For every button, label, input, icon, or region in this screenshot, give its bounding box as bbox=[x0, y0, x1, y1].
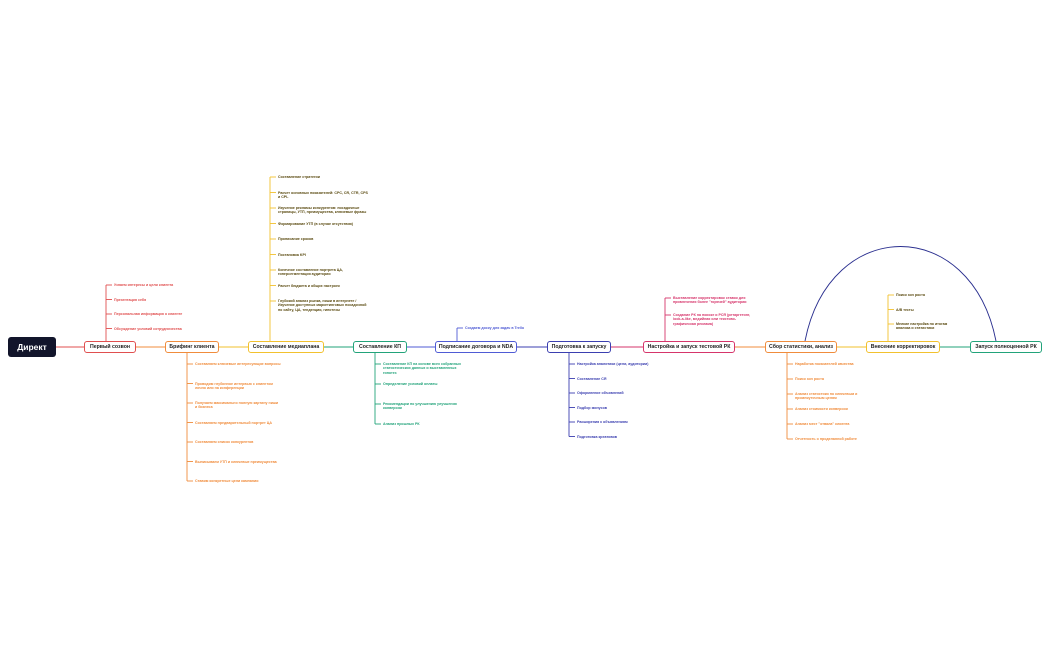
leaf-item: Выписываем УТП и ключевые преимущества bbox=[195, 459, 277, 464]
leaf-item: Оформление объявлений bbox=[577, 391, 624, 395]
leaf-item: Получаем максимально полную картину ниши… bbox=[195, 401, 279, 410]
leaf-item: Поиск зон роста bbox=[795, 377, 824, 381]
leaf-item: Прописание сроков bbox=[278, 237, 314, 241]
leaf-item: Анализ статистики по ключевым и промежут… bbox=[795, 392, 858, 401]
stage-node-8[interactable]: Сбор статистики, анализ bbox=[765, 341, 837, 353]
stage-node-5[interactable]: Подписание договора и NDA bbox=[435, 341, 517, 353]
leaf-item: Подготовка креативов bbox=[577, 434, 618, 439]
stage-node-7[interactable]: Настройка и запуск тестовой РК bbox=[643, 341, 735, 353]
leaf-item: Составляем предварительный портрет ЦА bbox=[195, 420, 272, 425]
leaf-item: Подбор минусов bbox=[577, 405, 607, 410]
leaf-item: Определение условий оплаты bbox=[383, 382, 438, 386]
leaf-item: Постановка KPI bbox=[278, 252, 306, 257]
leaf-item: Мелкие настройка по итогам анализа и ста… bbox=[896, 322, 948, 331]
leaf-item: Составление СЯ bbox=[577, 376, 607, 381]
stage-node-2[interactable]: Брифинг клиента bbox=[165, 341, 219, 353]
cross-link-arc bbox=[804, 246, 997, 342]
stage-node-6[interactable]: Подготовка к запуску bbox=[547, 341, 611, 353]
stage-node-9[interactable]: Внесение корректировок bbox=[866, 341, 940, 353]
leaf-item: Наработка показателей качества bbox=[795, 362, 854, 366]
leaf-item: Анализ стоимости конверсии bbox=[795, 407, 848, 411]
leaf-item: Анализ прошлых РК bbox=[383, 422, 420, 426]
leaf-item: Составление стратегии bbox=[278, 175, 320, 179]
leaf-item: Презентация себя bbox=[114, 297, 147, 302]
leaf-item: Анализ мест "отвала" клиента bbox=[795, 422, 850, 426]
leaf-item: Проводим глубинное интервью с клиентом л… bbox=[195, 381, 273, 390]
leaf-item: Поиск зон роста bbox=[896, 293, 925, 297]
root-node-direct[interactable]: Директ bbox=[8, 337, 56, 357]
leaf-item: Создаем доску для задач в Trello bbox=[465, 326, 525, 330]
stage-node-4[interactable]: Составление КП bbox=[353, 341, 407, 353]
stage-node-1[interactable]: Первый созвон bbox=[84, 341, 136, 353]
leaf-item: Расчет основных показателей: CPC, CR, CT… bbox=[278, 190, 368, 199]
leaf-item: Создание РК на поиске и РСЯ (ретаргетинг… bbox=[673, 313, 751, 326]
leaf-item: Глубокий анализ рынка, ниши в интернете … bbox=[278, 299, 367, 312]
stage-node-10[interactable]: Запуск полноценной РК bbox=[970, 341, 1042, 353]
leaf-item: Изучение рекламы конкурентов: посадочные… bbox=[278, 206, 367, 215]
leaf-item: Рекомендации по улучшению улучшения конв… bbox=[383, 402, 457, 411]
leaf-item: A/B тесты bbox=[896, 307, 914, 312]
leaf-item: Обсуждение условий сотрудничества bbox=[114, 326, 182, 331]
leaf-item: Расчет бюджета и общих настроек bbox=[278, 283, 340, 288]
leaf-item: Составляем список конкурентов bbox=[195, 440, 254, 444]
leaf-item: Составление КП на основе всех собранных … bbox=[383, 362, 461, 375]
leaf-item: Выставление корректировок ставок для при… bbox=[673, 296, 747, 305]
leaf-item: Настройка аналитики (цели, аудитории) bbox=[577, 362, 649, 366]
leaf-item: Ставим конкретные цели кампании bbox=[195, 479, 259, 483]
leaf-item: Отчетность о проделанной работе bbox=[795, 437, 857, 441]
leaf-item: Узнаем интересы и цели клиента bbox=[114, 283, 174, 287]
leaf-item: Формирование УТП (в случае отсутствия) bbox=[278, 221, 353, 226]
leaf-item: Персональная информация о клиенте bbox=[114, 312, 183, 316]
leaf-item: Конечное составление портрета ЦА, гиперс… bbox=[278, 268, 343, 277]
leaf-item: Расширения к объявлениям bbox=[577, 420, 628, 424]
leaf-item: Составляем ключевые интересующие вопросы bbox=[195, 362, 281, 366]
stage-node-3[interactable]: Составление медиаплана bbox=[248, 341, 324, 353]
